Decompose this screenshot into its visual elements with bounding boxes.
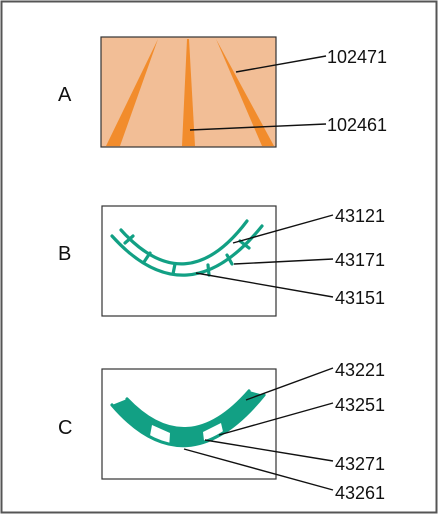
- panel-b: B 43121 43171 43151: [58, 205, 385, 317]
- panel-b-divider: [142, 251, 152, 264]
- panel-a-center-stripe: [182, 39, 195, 146]
- panel-b-divider: [238, 239, 251, 250]
- callout-line-43171: [233, 258, 334, 265]
- callout-43171: 43171: [335, 250, 385, 270]
- callout-line-102471: [235, 55, 327, 73]
- callout-line-43261: [183, 448, 334, 491]
- callout-line-43151: [195, 272, 334, 298]
- panel-b-arc-segments: [110, 219, 264, 277]
- callout-43271: 43271: [335, 454, 385, 474]
- panel-c-band: [112, 391, 264, 446]
- callout-line-43271: [204, 439, 334, 462]
- callout-43221: 43221: [335, 360, 385, 380]
- callout-line-43251: [218, 402, 334, 436]
- callout-43251: 43251: [335, 395, 385, 415]
- callout-43151: 43151: [335, 288, 385, 308]
- panel-b-inner-arc: [119, 219, 249, 266]
- panel-b-box: [101, 205, 277, 317]
- panel-b-outer-arc: [110, 224, 264, 277]
- panel-a-label: A: [58, 84, 72, 106]
- panel-c-box: [101, 368, 277, 480]
- panel-c-outer-arc: [110, 393, 266, 448]
- callout-43121: 43121: [335, 206, 385, 226]
- panel-c-arc-outline: [110, 389, 266, 448]
- panel-a-left-stripe: [106, 39, 158, 146]
- panel-a-border: [100, 36, 277, 148]
- callout-line-43221: [245, 367, 334, 401]
- panel-c: C 43221 43251 43271 43261: [58, 360, 385, 503]
- panel-b-divider: [123, 234, 135, 245]
- panel-c-window: [203, 423, 225, 449]
- callout-line-43121: [232, 214, 334, 244]
- panel-b-divider: [225, 253, 234, 266]
- callout-102461: 102461: [327, 115, 387, 135]
- panel-b-label: B: [58, 243, 71, 265]
- panel-c-label: C: [58, 417, 72, 439]
- callout-102471: 102471: [327, 47, 387, 67]
- callout-line-102461: [189, 123, 327, 131]
- panel-c-inner-arc: [125, 389, 251, 431]
- panel-a: A 102471 102461: [58, 36, 387, 148]
- panel-b-divider: [206, 263, 211, 277]
- panel-a-right-stripe: [216, 39, 274, 146]
- panel-b-divider: [171, 262, 177, 276]
- callout-43261: 43261: [335, 483, 385, 503]
